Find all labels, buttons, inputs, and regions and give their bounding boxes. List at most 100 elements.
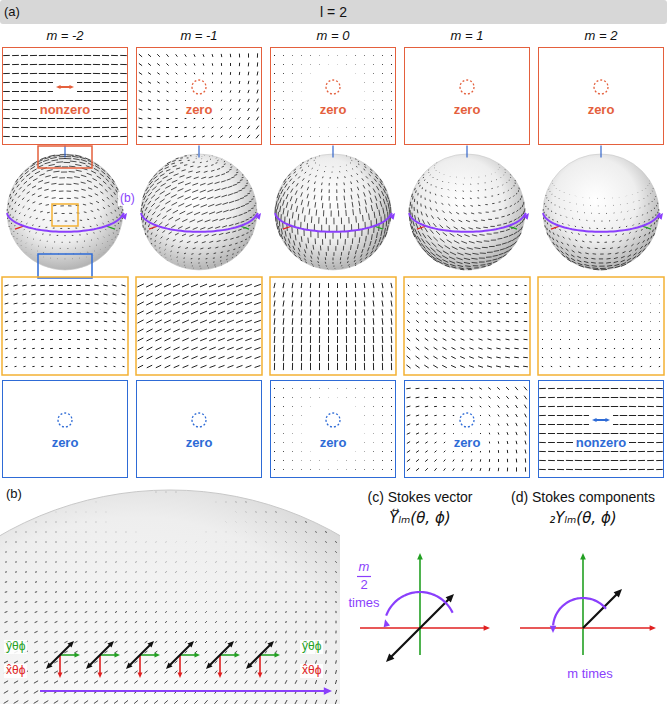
stokes-vector-sketch [360, 627, 485, 629]
sphere-field [7, 154, 123, 270]
zoom-box: nonzero [538, 380, 664, 478]
zoom-box: zero [136, 47, 262, 145]
axis-stub [600, 146, 601, 158]
sphere-field [543, 154, 659, 270]
status-label: nonzero [37, 102, 94, 118]
sphere-closeup [0, 490, 340, 704]
stokes-arrows [206, 662, 213, 669]
zoom-box: zero [270, 47, 396, 145]
column-label: m = 2 [585, 29, 618, 44]
stokes-vector-sketch [386, 592, 452, 616]
zoom-field [3, 55, 127, 136]
sphere-closeup [4, 492, 337, 704]
fraction-numerator: m [359, 560, 370, 575]
stokes-vector-sketch [386, 654, 394, 662]
stokes-arrows [220, 654, 236, 656]
zoom-field [274, 283, 392, 370]
sphere-field [543, 181, 659, 270]
sphere-field [543, 154, 659, 270]
center-marker [53, 78, 77, 96]
column-label: m = 0 [317, 29, 350, 44]
stokes-arrows [218, 673, 223, 678]
center-marker [589, 411, 613, 429]
zoom-field [137, 284, 261, 368]
stokes-arrows [89, 644, 110, 665]
axis-stub [64, 146, 65, 158]
axis-label: ŷθϕ [300, 640, 323, 654]
center-marker [455, 78, 479, 96]
stokes-arrows [115, 653, 120, 658]
center-marker [592, 418, 597, 422]
path-arrow [409, 213, 529, 232]
stokes-component-sketch [580, 553, 586, 559]
stokes-arrows [249, 644, 270, 665]
sphere-closeup [0, 490, 340, 704]
zoom-box: zero [538, 47, 664, 145]
path-arrow [275, 213, 395, 232]
column-label: m = -1 [180, 29, 217, 44]
center-marker [460, 80, 474, 94]
zoom-field [542, 285, 660, 366]
stokes-component-sketch [614, 589, 622, 597]
status-label: zero [585, 102, 618, 118]
status-label: zero [317, 102, 350, 118]
stokes-arrows [180, 654, 196, 656]
center-marker [326, 80, 340, 94]
path-arrow [543, 213, 660, 232]
axis-label: x̂θϕ [300, 664, 323, 678]
stokes-arrows [324, 687, 332, 694]
center-marker [69, 85, 74, 89]
arrow-label: (b) [118, 192, 137, 206]
stokes-arrows [275, 653, 280, 658]
zoom-field [406, 387, 527, 472]
stokes-arrows [139, 655, 141, 674]
path-arrow [409, 213, 526, 232]
panel-label: (b) [4, 487, 24, 502]
zoom-field [4, 285, 125, 367]
zoom-field [274, 388, 392, 470]
zoom-field [274, 55, 392, 137]
axis-label: x̂θϕ [4, 664, 27, 678]
zoom-frame [270, 277, 396, 375]
stokes-arrows [100, 654, 116, 656]
zoom-field [539, 388, 663, 469]
stokes-arrows [147, 641, 154, 648]
center-marker [192, 80, 206, 94]
stokes-arrows [40, 690, 326, 692]
stokes-arrows [46, 662, 53, 669]
region-marker [38, 254, 92, 278]
region-marker [38, 146, 92, 168]
path-arrow [255, 213, 261, 220]
zoom-box: nonzero [2, 47, 128, 145]
sphere-field [7, 155, 123, 259]
region-marker [38, 146, 92, 278]
center-marker [53, 78, 613, 429]
zoom-box: zero [2, 380, 128, 478]
center-marker [53, 411, 77, 429]
path-arrow [141, 213, 258, 232]
center-marker [605, 418, 610, 422]
region-marker [52, 204, 78, 226]
axis-stub [198, 146, 199, 158]
column-label: m = 1 [451, 29, 484, 44]
path-arrow [657, 213, 663, 220]
stokes-arrows [99, 655, 101, 674]
panel-label: (a) [4, 5, 20, 20]
axis-stub [332, 146, 333, 158]
zoom-field [274, 283, 392, 370]
stokes-component-sketch [520, 627, 651, 629]
stokes-arrows [259, 655, 261, 674]
path-arrow [389, 213, 395, 220]
center-marker [187, 78, 211, 96]
stokes-arrows [227, 641, 234, 648]
stokes-component-sketch [553, 598, 606, 625]
status-label: zero [317, 435, 350, 451]
formula: ₂Yₗₘ(θ, ϕ) [549, 510, 616, 527]
stokes-arrows [178, 673, 183, 678]
path-arrow [121, 213, 127, 220]
stokes-arrows [140, 654, 156, 656]
stokes-arrows [138, 673, 143, 678]
stokes-component-sketch [520, 553, 656, 655]
formula: Y⃡ₗₘ(θ, ϕ) [389, 510, 450, 527]
